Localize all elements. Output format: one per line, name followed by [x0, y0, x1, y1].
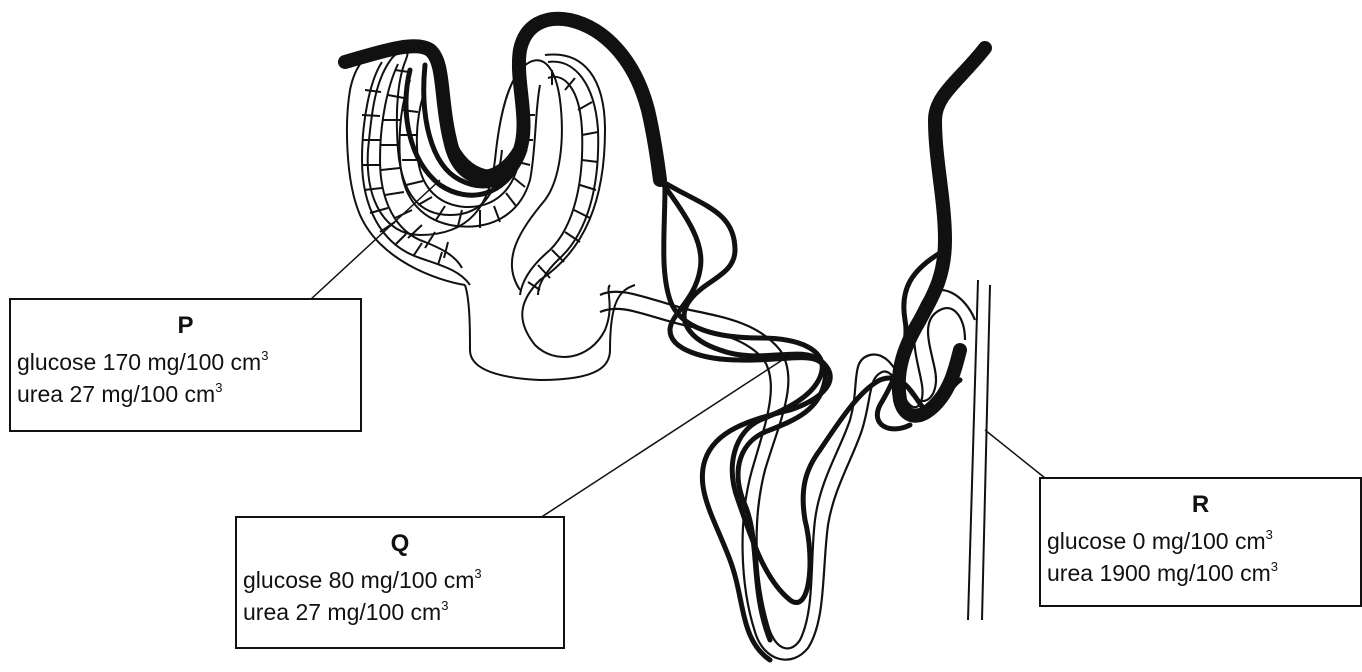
- glucose-row-r: glucose 0 mg/100 cm3: [1041, 525, 1360, 557]
- urea-value: 27: [69, 381, 95, 407]
- loop-of-henle: [600, 290, 975, 660]
- glucose-unit: mg/100 cm: [361, 567, 475, 593]
- collecting-duct: [968, 280, 990, 620]
- glucose-unit-sup: 3: [261, 348, 268, 363]
- urea-unit: mg/100 cm: [327, 599, 441, 625]
- label-letter-r: R: [1041, 489, 1360, 521]
- label-letter-p: P: [11, 310, 360, 342]
- glucose-unit-sup: 3: [474, 566, 481, 581]
- urea-unit-sup: 3: [1271, 559, 1278, 574]
- urea-unit: mg/100 cm: [101, 381, 215, 407]
- leader-lines: [310, 180, 1045, 518]
- urea-value: 27: [295, 599, 321, 625]
- glucose-label: glucose: [243, 567, 322, 593]
- label-box-r: R glucose 0 mg/100 cm3 urea 1900 mg/100 …: [1039, 477, 1362, 607]
- urea-label: urea: [1047, 560, 1093, 586]
- urea-label: urea: [243, 599, 289, 625]
- glucose-unit-sup: 3: [1266, 527, 1273, 542]
- urea-unit-sup: 3: [441, 598, 448, 613]
- urea-row-p: urea 27 mg/100 cm3: [11, 378, 360, 410]
- glucose-row-q: glucose 80 mg/100 cm3: [237, 564, 563, 596]
- glucose-label: glucose: [17, 349, 96, 375]
- glucose-value: 0: [1133, 528, 1146, 554]
- glucose-unit: mg/100 cm: [1152, 528, 1266, 554]
- urea-unit: mg/100 cm: [1157, 560, 1271, 586]
- urea-unit-sup: 3: [215, 380, 222, 395]
- glucose-row-p: glucose 170 mg/100 cm3: [11, 346, 360, 378]
- glucose-value: 80: [329, 567, 355, 593]
- urea-value: 1900: [1099, 560, 1150, 586]
- glucose-label: glucose: [1047, 528, 1126, 554]
- label-box-q: Q glucose 80 mg/100 cm3 urea 27 mg/100 c…: [235, 516, 565, 649]
- glucose-unit: mg/100 cm: [147, 349, 261, 375]
- glucose-value: 170: [103, 349, 141, 375]
- urea-row-r: urea 1900 mg/100 cm3: [1041, 557, 1360, 589]
- label-box-p: P glucose 170 mg/100 cm3 urea 27 mg/100 …: [9, 298, 362, 432]
- urea-label: urea: [17, 381, 63, 407]
- leader-line-r: [985, 430, 1045, 478]
- label-letter-q: Q: [237, 528, 563, 560]
- urea-row-q: urea 27 mg/100 cm3: [237, 596, 563, 628]
